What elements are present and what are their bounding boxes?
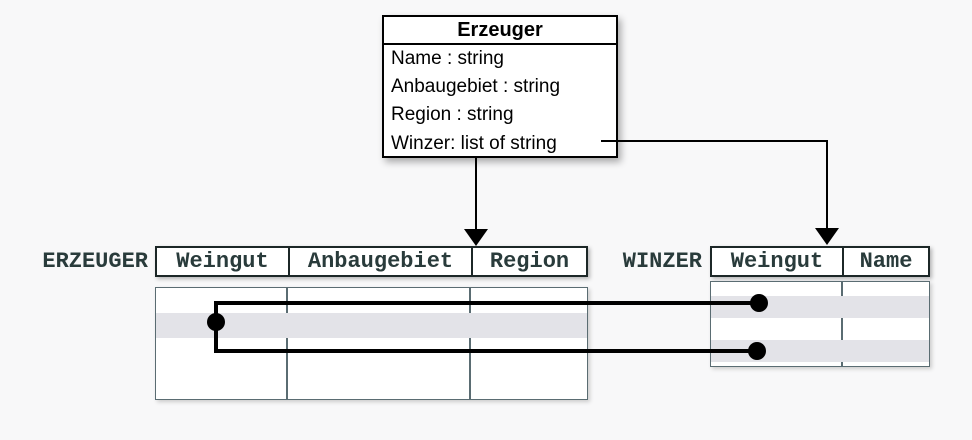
winzer-column-name: Name: [842, 248, 928, 275]
winzer-highlighted-row-2: [711, 340, 929, 362]
class-box-erzeuger: Erzeuger Name : string Anbaugebiet : str…: [382, 15, 618, 158]
erzeuger-column-anbaugebiet: Anbaugebiet: [288, 248, 471, 275]
class-attributes: Name : string Anbaugebiet : string Regio…: [384, 45, 616, 158]
winzer-table-body: [710, 281, 930, 367]
erzeuger-column-region: Region: [471, 248, 586, 275]
erzeuger-header-row: Weingut Anbaugebiet Region: [155, 246, 588, 277]
erzeuger-table-label: ERZEUGER: [42, 249, 148, 274]
winzer-column-weingut: Weingut: [730, 249, 824, 274]
erzeuger-table-body: [155, 287, 588, 400]
erzeuger-column-divider-2: [469, 288, 471, 399]
winzer-highlighted-row-1: [711, 296, 929, 318]
erzeuger-highlighted-row: [156, 313, 587, 338]
arrow-down-icon: [464, 229, 488, 246]
erzeuger-column-weingut: Weingut: [176, 249, 269, 274]
winzer-column-divider: [841, 282, 843, 366]
erzeuger-column-divider-1: [286, 288, 288, 399]
winzer-table-label: WINZER: [622, 249, 702, 274]
class-attribute-region: Region : string: [391, 104, 514, 126]
class-attribute-winzer: Winzer: list of string: [391, 132, 557, 154]
class-attribute-name: Name : string: [391, 48, 504, 69]
class-attribute-anbaugebiet: Anbaugebiet : string: [391, 76, 561, 98]
winzer-attribute-to-winzer-connector: [601, 140, 828, 230]
class-title: Erzeuger: [384, 17, 616, 45]
arrow-down-icon: [815, 228, 839, 245]
winzer-header-row: Weingut Name: [710, 246, 930, 277]
